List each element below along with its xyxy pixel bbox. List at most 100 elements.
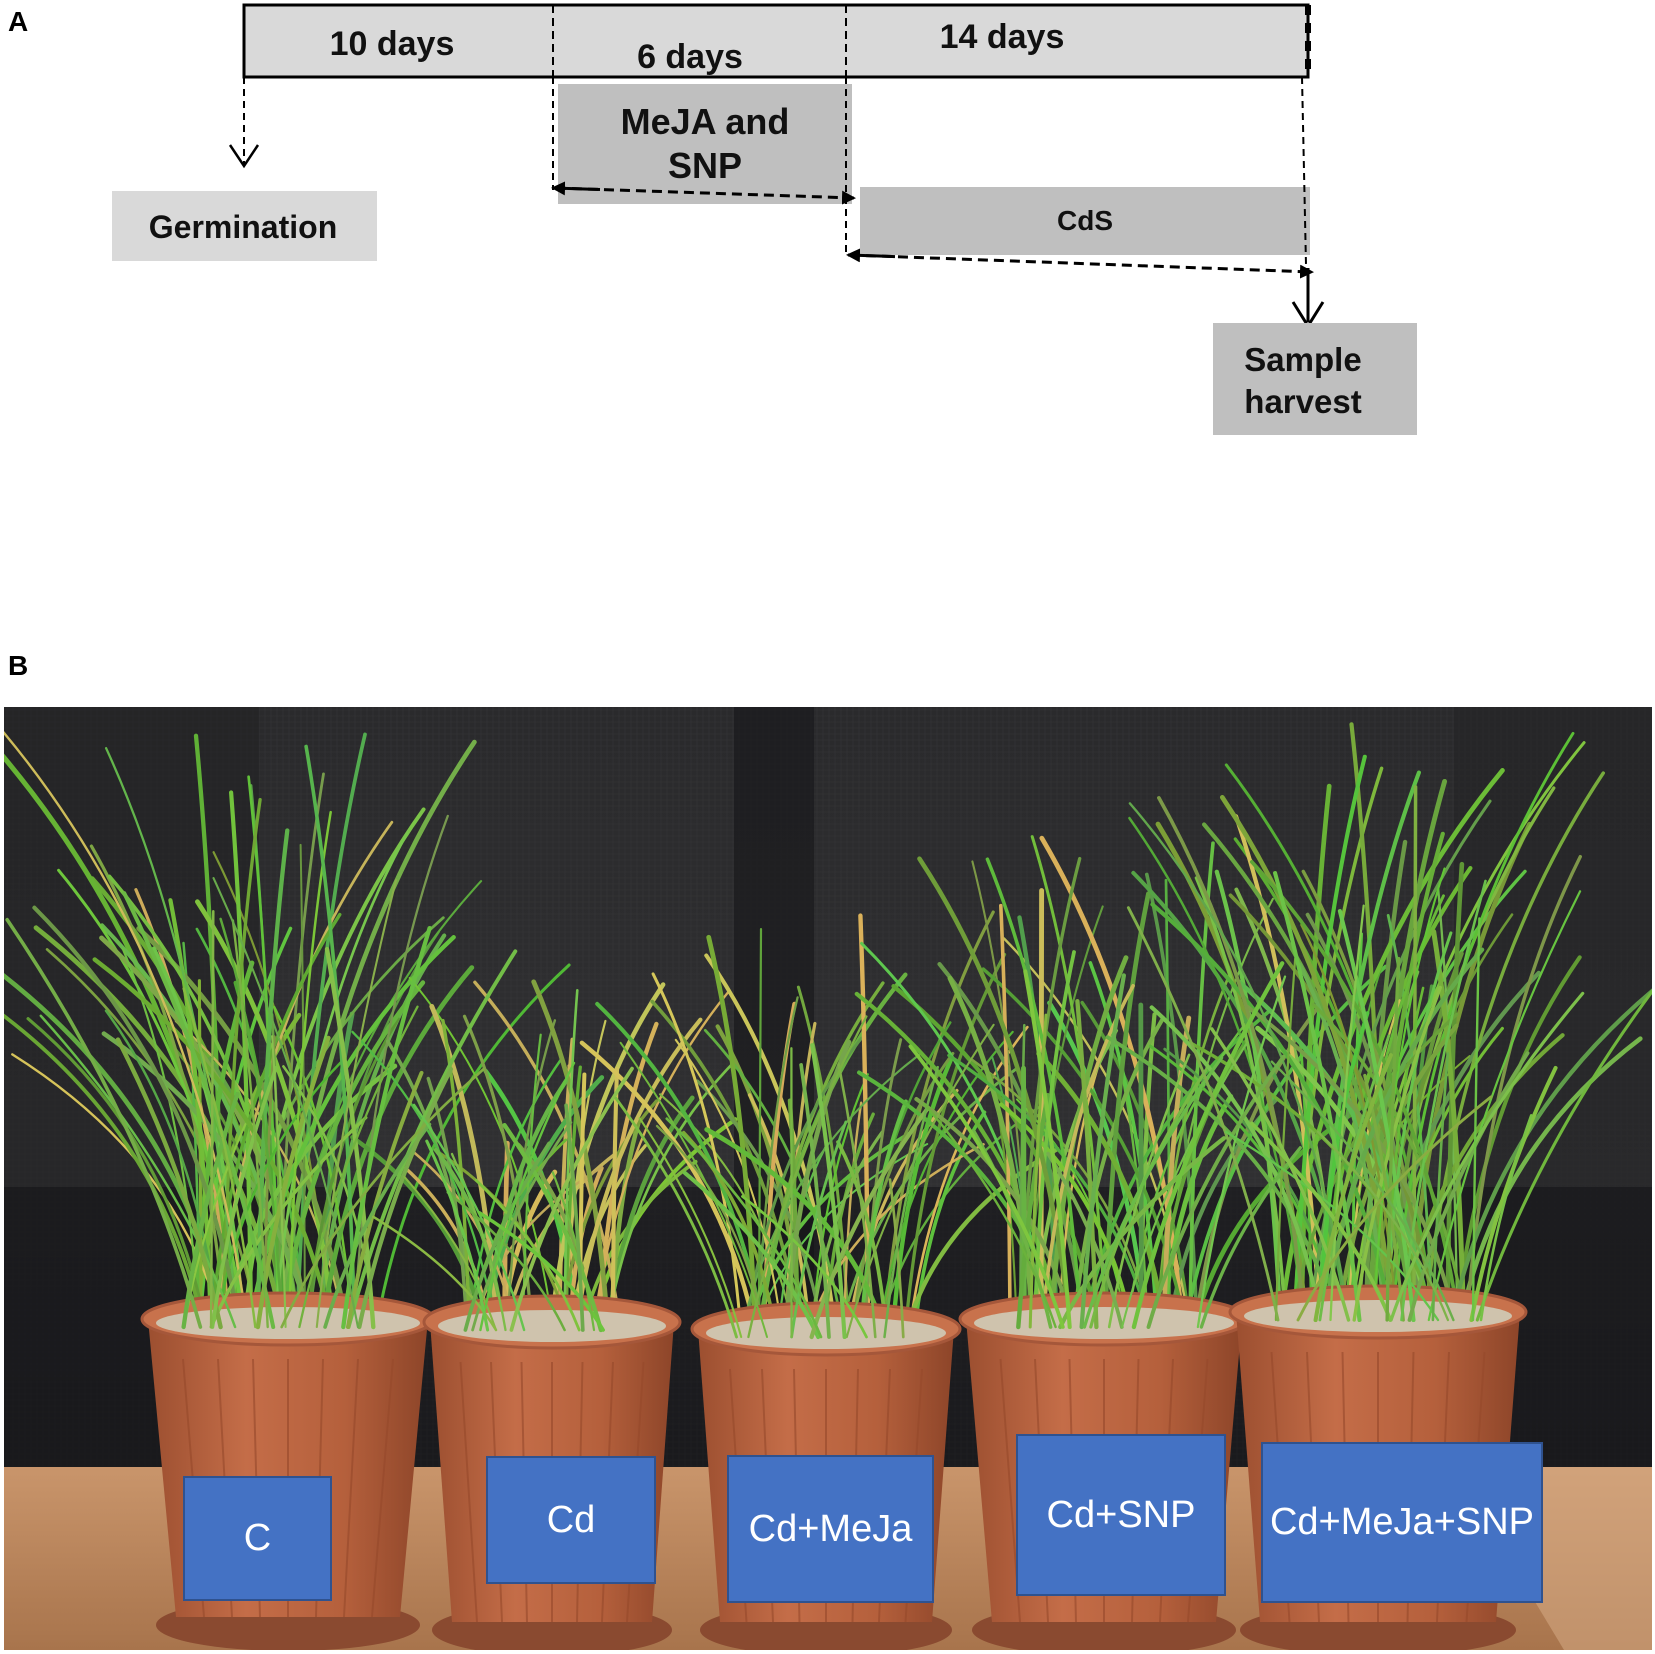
- germination-box: [112, 191, 377, 261]
- treatment-box: [558, 84, 852, 204]
- grass-blade: [1131, 961, 1285, 1330]
- pot-rib: [459, 1361, 478, 1623]
- grass-blade: [614, 1096, 738, 1339]
- grass-blade: [888, 1178, 905, 1339]
- timeline-diagram: 10 days 6 days 14 days Germination MeJA …: [0, 0, 1655, 560]
- grass-blade: [619, 1041, 768, 1338]
- germination-arrow-icon: [228, 144, 260, 169]
- grass-blade: [1210, 1027, 1351, 1322]
- grass-blade: [425, 1139, 490, 1332]
- grass-blade: [1337, 909, 1416, 1323]
- grass-blade: [212, 877, 359, 1329]
- grass-blade: [1149, 1005, 1324, 1325]
- grass-blade: [352, 814, 449, 1331]
- grass-blade: [174, 1019, 347, 1331]
- grass-blade: [573, 1017, 703, 1335]
- grass-blade: [1469, 1065, 1558, 1322]
- pot-label-cd-meja: Cd+MeJa: [727, 1455, 934, 1603]
- grass-blade: [1021, 1065, 1027, 1332]
- grass-blade: [446, 1191, 566, 1332]
- grass-blade: [1329, 904, 1365, 1322]
- grass-blade: [229, 790, 254, 1332]
- grass-blade: [182, 987, 257, 1329]
- grass-blade: [372, 1215, 498, 1332]
- grass-blade: [1311, 1002, 1467, 1324]
- period-6-days: 6 days: [637, 38, 743, 76]
- pot-label-cd-snp: Cd+SNP: [1016, 1434, 1226, 1596]
- grass-blade: [462, 1014, 534, 1334]
- period-14-days: 14 days: [940, 18, 1065, 56]
- treatment-label-line2: SNP: [668, 145, 742, 186]
- grass-blade: [32, 905, 242, 1332]
- grass-blade: [299, 843, 306, 1330]
- panel-b-letter: B: [8, 650, 29, 681]
- grass-blade: [1431, 1052, 1450, 1322]
- grass-blade: [1146, 1054, 1286, 1329]
- pot-soil: [974, 1307, 1234, 1339]
- grass-blade: [509, 1066, 634, 1332]
- grass-blade: [1036, 1051, 1168, 1332]
- grass-blade: [1224, 1130, 1440, 1322]
- pot-soil: [156, 1307, 420, 1339]
- pot-rib: [371, 1358, 394, 1618]
- pot-rib: [343, 1358, 359, 1618]
- grass-blade: [706, 934, 759, 1342]
- treatment-label-line1: MeJA and: [621, 101, 790, 142]
- grass-blade: [99, 935, 312, 1332]
- grass-blade: [1406, 821, 1532, 1325]
- grass-blade: [1471, 917, 1481, 1322]
- grass-blade: [287, 810, 332, 1331]
- pot-soil: [706, 1317, 946, 1349]
- grass-blade: [1082, 1056, 1224, 1329]
- grass-blade: [782, 1039, 852, 1342]
- harvest-label-line1: Sample: [1244, 341, 1361, 378]
- grass-blade: [908, 1044, 1065, 1329]
- grass-blade: [947, 1053, 1152, 1331]
- cds-label: CdS: [1057, 205, 1113, 236]
- grass-blade: [1058, 1136, 1227, 1330]
- grass-blade: [1075, 999, 1099, 1330]
- grass-blade: [1270, 1060, 1455, 1322]
- grass-blade: [209, 909, 215, 1329]
- grass-blade: [122, 891, 276, 1329]
- grass-blade: [450, 1152, 507, 1332]
- grass-blade: [1157, 796, 1307, 1324]
- grass-blade: [651, 972, 744, 1341]
- grass-blade: [1079, 973, 1126, 1330]
- grass-blade: [1071, 1016, 1166, 1332]
- grass-blade: [1194, 876, 1288, 1324]
- grass-blade: [1219, 794, 1397, 1325]
- grass-blade: [412, 1103, 526, 1332]
- grass-blade: [403, 1175, 497, 1331]
- grass-blade: [1316, 1130, 1450, 1322]
- grass-blade: [1028, 1013, 1048, 1329]
- panel-a-letter: A: [8, 6, 29, 37]
- grass-blade: [463, 1141, 551, 1332]
- grass-blade: [482, 1075, 605, 1335]
- cds-box: [860, 187, 1310, 255]
- grass-blade: [923, 1102, 1057, 1329]
- pot-label-cd: Cd: [486, 1456, 656, 1584]
- grass-blade: [1016, 1093, 1050, 1330]
- plant-photo: C Cd Cd+MeJa Cd+SNP Cd+MeJa+SNP: [4, 707, 1652, 1650]
- grass-blade: [1407, 1051, 1530, 1322]
- grass-blade: [1126, 906, 1280, 1322]
- grass-blade: [747, 1015, 868, 1339]
- grass-blade: [809, 1106, 930, 1340]
- grass-blade: [1385, 956, 1401, 1322]
- pot-soil: [1244, 1300, 1512, 1332]
- grass-blade: [341, 925, 432, 1330]
- grass-blade: [255, 828, 290, 1332]
- period-10-days: 10 days: [330, 25, 455, 63]
- grass-blade: [1475, 989, 1652, 1322]
- grass-blade: [1352, 985, 1442, 1322]
- grass-blade: [1300, 923, 1399, 1324]
- grass-blade: [357, 1067, 454, 1330]
- grass-blade: [5, 917, 203, 1329]
- grass-blade: [1023, 969, 1072, 1330]
- grass-blade: [271, 1035, 287, 1329]
- grass-blade: [502, 1122, 604, 1333]
- harvest-box: [1213, 323, 1417, 435]
- grass-blade: [1427, 890, 1582, 1322]
- grass-blade: [280, 1067, 485, 1329]
